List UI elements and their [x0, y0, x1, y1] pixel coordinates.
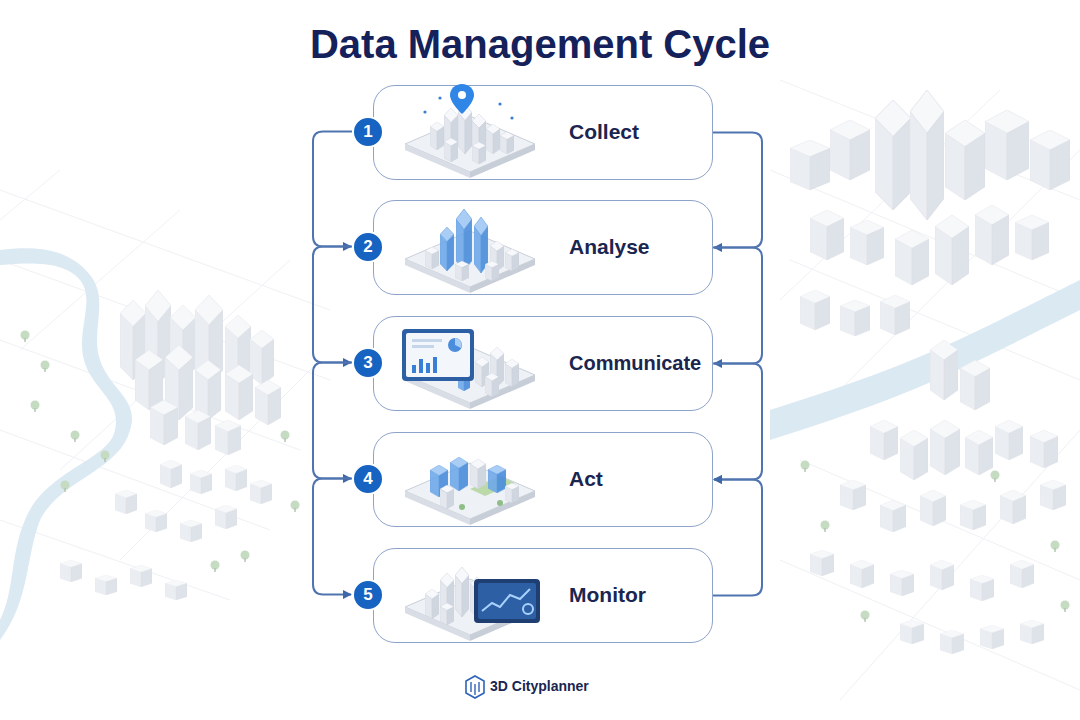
cycle-connector [313, 363, 352, 479]
step-number-badge: 3 [352, 347, 384, 379]
step-label: Communicate [569, 351, 701, 375]
diagram-title: Data Management Cycle [310, 22, 770, 66]
cycle-connector [713, 480, 762, 596]
step-label: Monitor [569, 582, 646, 607]
callout-number: 3 [363, 354, 372, 371]
cycle-connector [713, 248, 762, 364]
cycle-connector [713, 133, 762, 248]
step-number-badge: 2 [352, 231, 384, 263]
step-label: Collect [569, 119, 639, 144]
cycle-connector [313, 247, 352, 363]
process-box: Monitor5 [373, 548, 713, 643]
process-box: Act4 [373, 432, 713, 527]
cycle-connector [313, 132, 352, 247]
step-number-badge: 4 [352, 463, 384, 495]
box-text-wrap: Act [569, 466, 603, 491]
cycle-connector [313, 479, 352, 595]
step-number-badge: 5 [352, 579, 384, 611]
callout-number: 1 [363, 123, 372, 140]
title-wrap: Data Management Cycle [0, 22, 1080, 67]
cycle-connector [713, 364, 762, 480]
process-box: Analyse2 [373, 200, 713, 295]
process-box: Collect1 [373, 85, 713, 180]
box-text-wrap: Communicate [569, 351, 701, 375]
callout-number: 5 [363, 586, 372, 603]
step-label: Analyse [569, 234, 650, 259]
callout-number: 2 [363, 238, 372, 255]
logo-text: 3D Cityplanner [490, 678, 589, 694]
box-text-wrap: Analyse [569, 234, 650, 259]
callout-number: 4 [363, 470, 372, 487]
box-text-wrap: Monitor [569, 582, 646, 607]
box-text-wrap: Collect [569, 119, 639, 144]
step-label: Act [569, 466, 603, 491]
step-number-badge: 1 [352, 116, 384, 148]
process-box: Communicate3 [373, 316, 713, 411]
